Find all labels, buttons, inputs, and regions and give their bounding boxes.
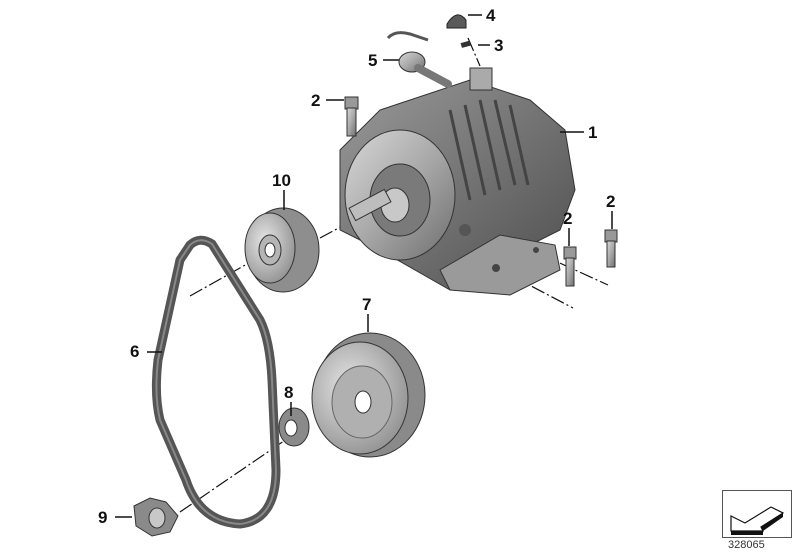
- crankshaft-pulley: [311, 332, 426, 458]
- direction-arrow-icon: [730, 506, 785, 535]
- alternator-pulley: [244, 207, 320, 293]
- callout-6: 6: [130, 342, 140, 361]
- callout-4: 4: [486, 6, 496, 25]
- bolt-right-a: [563, 246, 577, 287]
- callout-2-top-left: 2: [311, 91, 321, 110]
- callout-8: 8: [284, 383, 294, 402]
- bolt-top-left: [344, 96, 359, 137]
- document-number: 328065: [728, 539, 765, 551]
- callout-leaders: [115, 14, 613, 518]
- hex-nut: [133, 497, 179, 537]
- callout-2-right-b: 2: [606, 192, 616, 211]
- orientation-arrow-box: [722, 490, 792, 538]
- callout-2-right-a: 2: [563, 209, 573, 228]
- callout-10: 10: [272, 171, 291, 190]
- bolt-right-b: [604, 229, 618, 268]
- cap: [446, 14, 467, 29]
- cable-terminal: [386, 31, 452, 88]
- callout-3: 3: [494, 36, 504, 55]
- spacer-washer: [278, 407, 310, 447]
- washer: [460, 40, 471, 48]
- alternator: [339, 67, 576, 296]
- callout-1: 1: [588, 123, 598, 142]
- callout-7: 7: [362, 295, 372, 314]
- callout-5: 5: [368, 51, 378, 70]
- callout-9: 9: [98, 508, 108, 527]
